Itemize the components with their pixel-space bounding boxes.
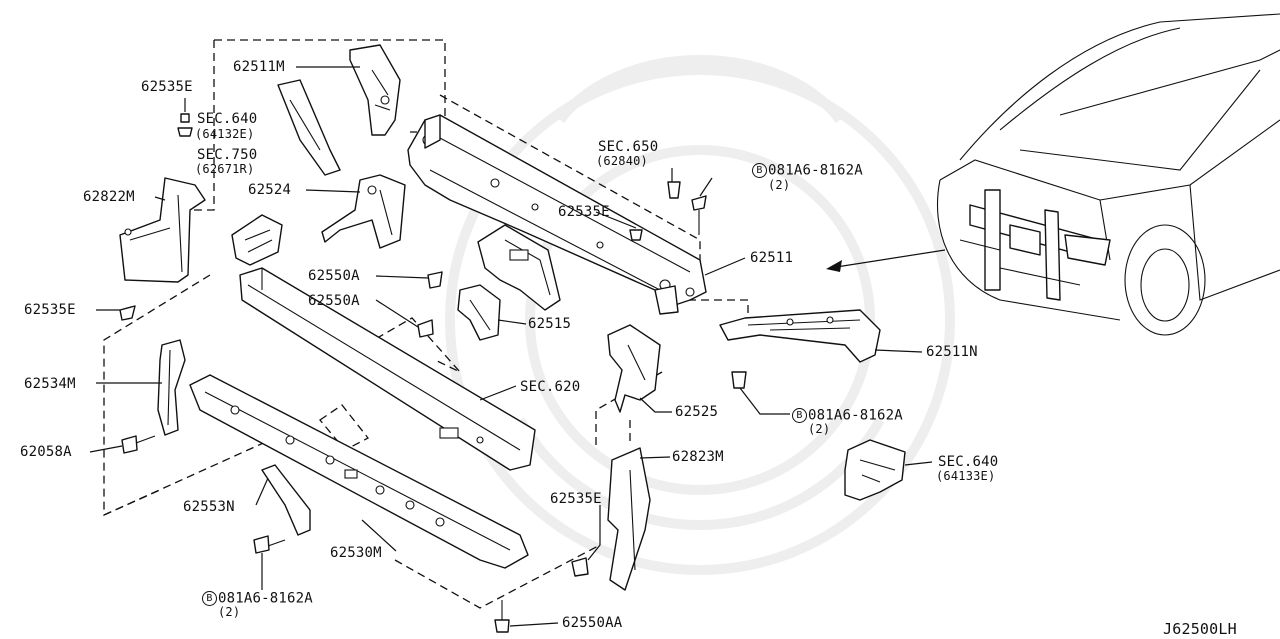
lower-member-62530M xyxy=(189,374,529,569)
bolt-marker-b-icon: B xyxy=(792,408,807,423)
vehicle-outline xyxy=(936,13,1280,336)
air-guide-62822M xyxy=(119,177,206,283)
part-label-62535E-bot: 62535E xyxy=(550,491,602,507)
part-label-62511M: 62511M xyxy=(233,59,285,75)
bracket-62511M xyxy=(277,44,401,176)
diagram-code: J62500LH xyxy=(1163,620,1237,638)
section-ref-sec650-sub: (62840) xyxy=(596,154,648,168)
section-ref-sec640-a: SEC.640 xyxy=(197,111,258,127)
hood-lock-bracket xyxy=(477,224,561,311)
latch-sec750 xyxy=(231,214,283,266)
section-ref-sec750-sub: (62671R) xyxy=(195,162,255,176)
part-label-62534M: 62534M xyxy=(24,376,76,392)
bolt-qty-top: (2) xyxy=(768,178,791,192)
section-ref-sec620: SEC.620 xyxy=(520,379,581,395)
part-label-62553N: 62553N xyxy=(183,499,235,515)
section-ref-sec640-b: SEC.640 xyxy=(938,454,999,470)
bracket-62515 xyxy=(457,284,501,341)
bolt-spec-bot: 081A6-8162A xyxy=(218,590,313,607)
part-label-62511: 62511 xyxy=(750,250,794,266)
part-label-62524: 62524 xyxy=(248,182,292,198)
part-label-62530M: 62530M xyxy=(330,545,382,561)
part-label-62550A-2: 62550A xyxy=(308,293,360,309)
upper-core-support-62511 xyxy=(407,114,707,315)
part-label-62511N: 62511N xyxy=(926,344,978,360)
bracket-62534M xyxy=(157,339,186,436)
section-ref-sec640-a-sub: (64132E) xyxy=(195,127,255,141)
view-arrow xyxy=(829,249,946,269)
section-ref-sec650: SEC.650 xyxy=(598,139,659,155)
air-guide-62823M xyxy=(607,447,651,591)
watermark-emblem xyxy=(445,55,955,575)
part-label-62535E-mid: 62535E xyxy=(558,204,610,220)
bolt-marker-b-icon: B xyxy=(202,591,217,606)
bolt-spec-mid: 081A6-8162A xyxy=(808,407,903,424)
part-label-62525: 62525 xyxy=(675,404,719,420)
part-label-62535E-left: 62535E xyxy=(24,302,76,318)
bracket-62525 xyxy=(607,324,661,413)
part-label-62550A-1: 62550A xyxy=(308,268,360,284)
leader-lines xyxy=(89,66,933,627)
part-label-62822M: 62822M xyxy=(83,189,135,205)
part-label-62515: 62515 xyxy=(528,316,572,332)
part-sec640-right xyxy=(844,439,906,501)
bolt-spec-top: 081A6-8162A xyxy=(768,162,863,179)
part-label-62535E-top: 62535E xyxy=(141,79,193,95)
bracket-62524 xyxy=(321,174,406,249)
bolt-qty-bot: (2) xyxy=(218,605,241,619)
bolt-qty-mid: (2) xyxy=(808,422,831,436)
bolt-marker-b-icon: B xyxy=(752,163,767,178)
bumper-reinforcement-sec620 xyxy=(239,267,536,471)
part-label-62823M: 62823M xyxy=(672,449,724,465)
bracket-62553N xyxy=(261,464,311,536)
part-label-62550AA: 62550AA xyxy=(562,615,623,631)
fasteners xyxy=(119,113,747,633)
section-ref-sec640-b-sub: (64133E) xyxy=(936,469,996,483)
view-arrow-head xyxy=(826,260,842,272)
part-label-62058A: 62058A xyxy=(20,444,72,460)
bracket-62511N xyxy=(719,309,881,363)
section-ref-sec750: SEC.750 xyxy=(197,147,258,163)
